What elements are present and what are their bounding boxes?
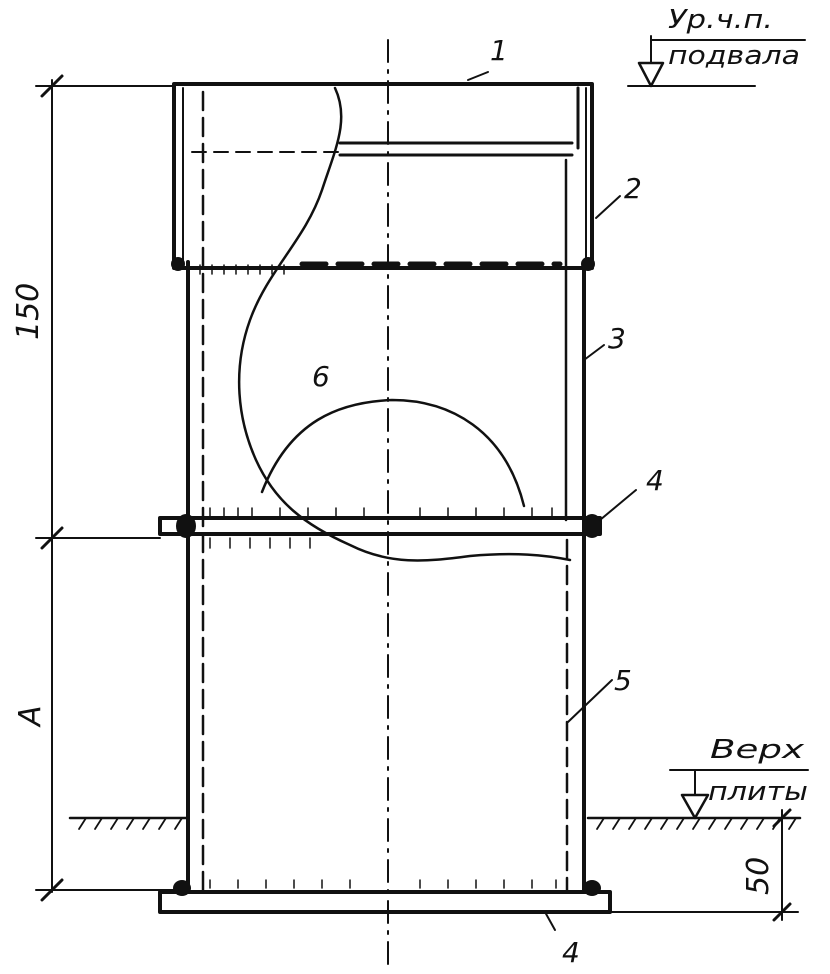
floor-level-triangle	[637, 61, 665, 88]
callout-1: 1	[490, 34, 508, 67]
leader-3	[583, 344, 605, 361]
callout-6: 6	[312, 360, 330, 393]
dimension-tick-top	[40, 74, 64, 98]
slab-level-label-line1: Верх	[710, 735, 805, 765]
callout-5: 5	[614, 664, 632, 697]
dimension-label-slab: 50	[741, 857, 776, 895]
leader-4-middle	[599, 489, 637, 521]
middle-flange-weld-left	[176, 514, 196, 538]
leader-1	[467, 71, 489, 81]
leader-4-base	[544, 911, 556, 931]
callout-4-middle: 4	[646, 464, 664, 497]
base-plate	[158, 890, 612, 914]
middle-flange-weld-right	[582, 514, 602, 538]
sleeve-weld-right	[581, 257, 595, 271]
base-weld-left	[173, 880, 191, 896]
base-weld-right	[583, 880, 601, 896]
callout-2: 2	[624, 172, 642, 205]
dimension-tick-right-bottom	[772, 902, 792, 922]
floor-level-label-line1: Ур.ч.п.	[668, 5, 773, 35]
break-line	[237, 86, 572, 562]
slab-level-triangle	[680, 793, 710, 820]
dimension-label-upper: 150	[11, 283, 46, 340]
leader-2	[595, 195, 621, 219]
callout-3: 3	[608, 322, 626, 355]
middle-flange	[158, 516, 602, 536]
floor-level-label-line2: подвала	[668, 41, 800, 71]
sleeve-weld-left	[171, 257, 185, 271]
slab-level-label-line2: плиты	[708, 777, 808, 807]
weld-ticks	[199, 264, 557, 889]
upper-sleeve	[172, 82, 594, 270]
dimension-label-lower: A	[13, 705, 48, 728]
opening-arc	[260, 398, 526, 508]
leader-5	[567, 679, 613, 723]
callout-4-base: 4	[562, 936, 580, 969]
dimension-tick-middle	[40, 526, 64, 550]
dimension-tick-right-top	[772, 808, 792, 828]
dimension-tick-bottom	[40, 878, 64, 902]
